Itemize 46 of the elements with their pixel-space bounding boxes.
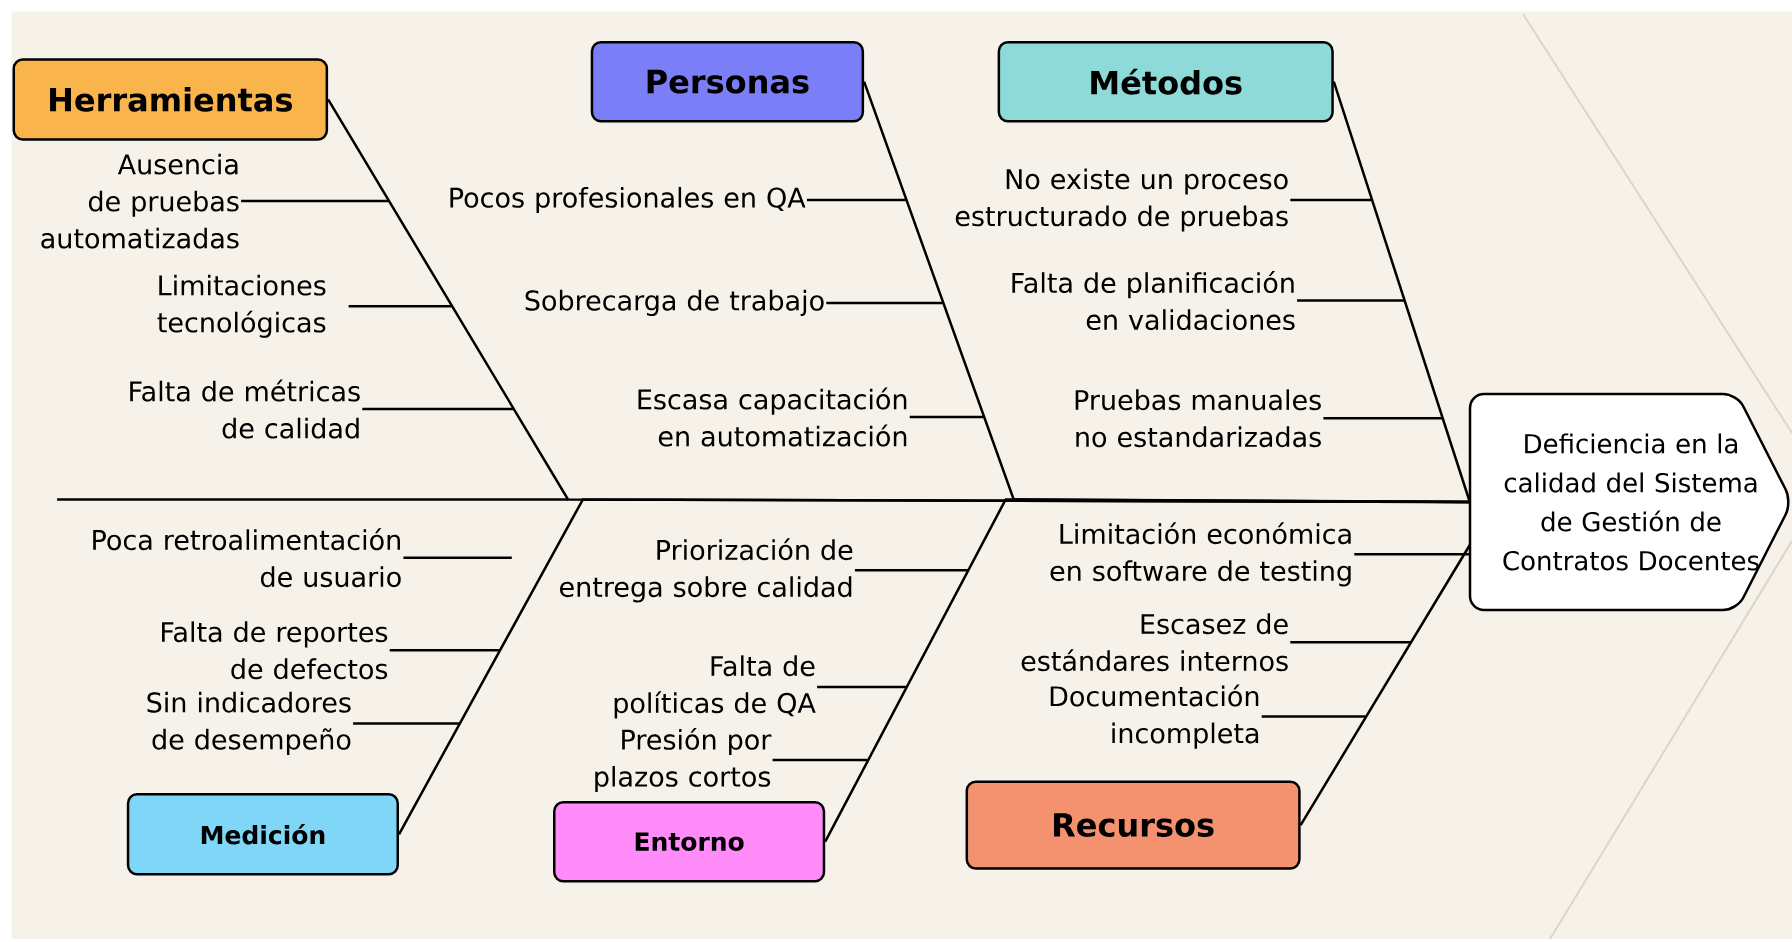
cause-line <box>1261 715 1366 718</box>
category-box: Herramientas <box>12 58 329 141</box>
category-box: Métodos <box>997 41 1334 123</box>
cause-label: No existe un proceso estructurado de pruebas <box>955 168 1288 232</box>
cause-label: Pruebas manuales no estandarizadas <box>1075 389 1321 448</box>
cause-line <box>1290 198 1372 202</box>
cause-line <box>241 199 389 203</box>
cause-label: Limitación económica en software de testing <box>1050 522 1351 587</box>
category-box: Personas <box>590 41 865 123</box>
cause-line <box>1290 641 1411 644</box>
cause-label: Sin indicadores de desempeño <box>147 691 351 755</box>
cause-label: Presión por plazos cortos <box>595 727 772 793</box>
effect-box: Deficiencia en la calidad del Sistema de Gestión de Contratos Docentes <box>1468 392 1790 612</box>
bone-line <box>824 498 1470 843</box>
cause-line <box>1354 553 1470 556</box>
cause-line <box>817 685 907 689</box>
cause-label: Limitaciones tecnológicas <box>157 274 326 338</box>
cause-label: Escasez de estándares internos <box>1021 613 1288 672</box>
cause-line <box>1323 417 1443 420</box>
category-box: Recursos <box>965 780 1301 870</box>
cause-line <box>826 301 943 305</box>
cause-line <box>806 198 906 202</box>
cause-label: Escasa capacitación en automatización <box>638 387 907 447</box>
category-box: Entorno <box>553 801 826 883</box>
cause-line <box>362 407 514 411</box>
cause-line <box>353 722 459 725</box>
cause-label: Falta de métricas de calidad <box>130 379 360 439</box>
cause-line <box>403 556 512 559</box>
bone-line <box>1332 81 1471 503</box>
cause-label: Falta de reportes de defectos <box>162 621 388 680</box>
cause-label: Poca retroalimentación de usuario <box>93 528 401 588</box>
cause-label: Ausencia de pruebas automatizadas <box>41 153 239 249</box>
cause-label: Falta de políticas de QA <box>614 655 816 719</box>
cause-line <box>348 305 452 308</box>
cause-line <box>772 758 868 762</box>
cause-line <box>389 649 500 652</box>
cause-line <box>909 415 984 419</box>
cause-line <box>1297 299 1405 302</box>
category-box: Medición <box>126 793 399 876</box>
cause-label: Documentación incompleta <box>1050 684 1259 749</box>
cause-label: Pocos profesionales en QA <box>450 186 806 214</box>
cause-label: Falta de planificación en validaciones <box>1012 271 1295 331</box>
bone-line <box>1299 544 1471 826</box>
cause-label: Sobrecarga de trabajo <box>525 289 824 316</box>
cause-line <box>854 569 969 572</box>
cause-label: Priorización de entrega sobre calidad <box>560 538 853 603</box>
